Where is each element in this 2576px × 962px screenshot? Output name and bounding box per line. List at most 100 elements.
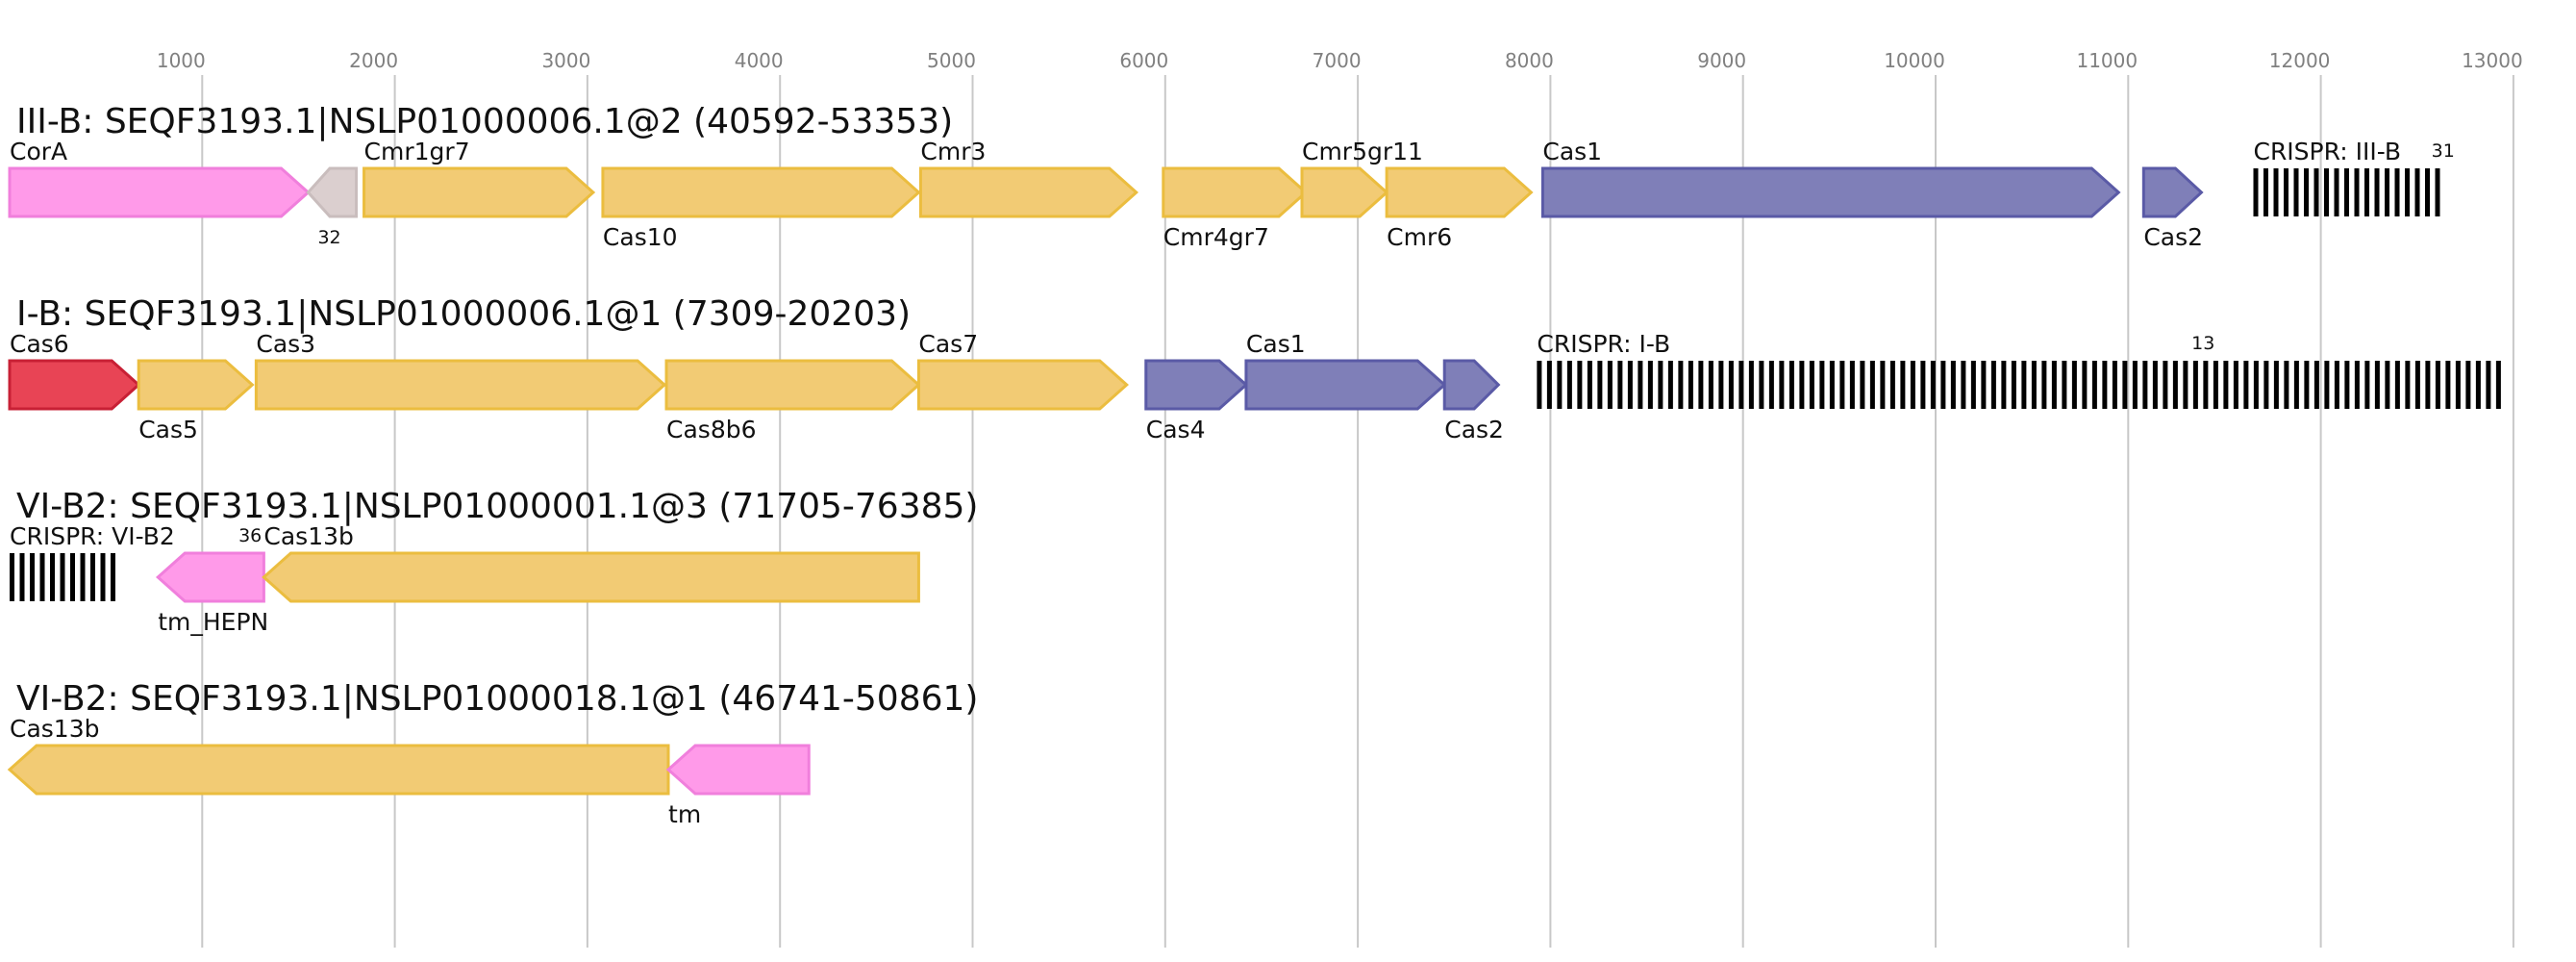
crispr-repeat (100, 553, 106, 601)
crispr-repeat (2051, 361, 2057, 409)
crispr-repeat (2425, 361, 2431, 409)
crispr-repeat (1566, 361, 1572, 409)
crispr-repeat (2011, 361, 2016, 409)
crispr-repeat (1900, 361, 1906, 409)
crispr-repeat (2091, 361, 2097, 409)
crispr-repeat (2323, 168, 2329, 216)
crispr-repeat (2263, 168, 2268, 216)
crispr-repeat (2344, 361, 2350, 409)
gene-label: Cmr5gr11 (1302, 138, 1423, 165)
crispr-repeat (2445, 361, 2451, 409)
gene-arrow (8, 166, 311, 218)
crispr-repeat (2213, 361, 2218, 409)
tick-label: 4000 (735, 49, 784, 72)
crispr-repeat (2233, 361, 2238, 409)
gene-arrow (254, 359, 667, 411)
crispr-repeat (1708, 361, 1713, 409)
crispr-repeat (2343, 168, 2349, 216)
crispr-repeat (1930, 361, 1936, 409)
gene-arrow (363, 166, 596, 218)
gene-arrow (664, 359, 921, 411)
crispr-repeat (2374, 168, 2380, 216)
gene-label: Cas2 (2143, 223, 2203, 251)
crispr-repeat (1889, 361, 1895, 409)
crispr-repeat (2192, 361, 2198, 409)
crispr-repeat (1607, 361, 1613, 409)
track: III-B: SEQF3193.1|NSLP01000006.1@2 (4059… (8, 102, 2455, 251)
gene-arrow (306, 166, 359, 218)
crispr-repeat (2435, 361, 2440, 409)
tick-label: 1000 (157, 49, 206, 72)
gene-arrow (1540, 166, 2121, 218)
crispr-repeat (2414, 168, 2420, 216)
crispr-repeat (2374, 361, 2380, 409)
gene-arrow (918, 166, 1139, 218)
crispr-repeat (1829, 361, 1835, 409)
gene-arrow (1144, 359, 1249, 411)
gene-arrow (1442, 359, 1501, 411)
crispr-repeat (1860, 361, 1865, 409)
crispr-repeat (2334, 361, 2339, 409)
tick-label: 13000 (2462, 49, 2523, 72)
crispr-repeat (2455, 361, 2461, 409)
crispr-repeat (1759, 361, 1764, 409)
track-title: I-B: SEQF3193.1|NSLP01000006.1@1 (7309-2… (16, 294, 911, 334)
crispr-repeat (2273, 168, 2279, 216)
crispr-repeat (2082, 361, 2088, 409)
crispr-repeat (1880, 361, 1886, 409)
crispr-repeat (2354, 361, 2360, 409)
crispr-repeat (1940, 361, 1946, 409)
crispr-repeat (2475, 361, 2481, 409)
crispr-count: 13 (2191, 333, 2214, 354)
crispr-repeat (19, 553, 25, 601)
crispr-repeat (2021, 361, 2027, 409)
crispr-repeat (1537, 361, 1542, 409)
crispr-repeat (2465, 361, 2471, 409)
crispr-repeat (2071, 361, 2077, 409)
crispr-repeat (1617, 361, 1623, 409)
crispr-repeat (1950, 361, 1956, 409)
crispr-repeat (2404, 168, 2410, 216)
crispr-repeat (1667, 361, 1673, 409)
crispr-repeat (2394, 361, 2400, 409)
gene-arrow (262, 551, 920, 603)
crispr-repeat (2313, 168, 2319, 216)
gene-arrow (8, 359, 141, 411)
crispr-repeat (2486, 361, 2491, 409)
gene-label: Cas13b (10, 715, 99, 743)
gene-label: Cas7 (918, 330, 978, 358)
crispr-repeat (1678, 361, 1684, 409)
crispr-repeat (111, 553, 115, 601)
crispr-repeat (2424, 168, 2430, 216)
tick-label: 8000 (1505, 49, 1554, 72)
crispr-repeat (1910, 361, 1915, 409)
crispr-repeat (1718, 361, 1724, 409)
crispr-repeat (1839, 361, 1845, 409)
crispr-repeat (80, 553, 86, 601)
crispr-repeat (1981, 361, 1987, 409)
crispr-repeat (10, 553, 14, 601)
crispr-repeat (2112, 361, 2117, 409)
track: VI-B2: SEQF3193.1|NSLP01000018.1@1 (4674… (7, 679, 978, 828)
crispr-repeat (2293, 168, 2299, 216)
crispr-repeat (1587, 361, 1592, 409)
crispr-repeat (50, 553, 55, 601)
crispr-repeat (2284, 361, 2289, 409)
crispr-repeat (2293, 361, 2299, 409)
gene-arrow (665, 744, 811, 796)
crispr-repeat (2001, 361, 2007, 409)
crispr-repeat (2334, 168, 2339, 216)
crispr-repeat (1597, 361, 1603, 409)
crispr-repeat (2435, 168, 2440, 216)
gene-arrow (601, 166, 921, 218)
gene-label: Cmr4gr7 (1163, 223, 1269, 251)
gene-label: Cas5 (138, 416, 198, 443)
gene-arrow (137, 359, 255, 411)
gene-label: Cas3 (256, 330, 315, 358)
gene-arrow (1244, 359, 1447, 411)
crispr-repeat (1688, 361, 1693, 409)
crispr-repeat (2354, 168, 2360, 216)
crispr-repeat (1961, 361, 1966, 409)
crispr-repeat (1638, 361, 1643, 409)
crispr-repeat (2283, 168, 2288, 216)
